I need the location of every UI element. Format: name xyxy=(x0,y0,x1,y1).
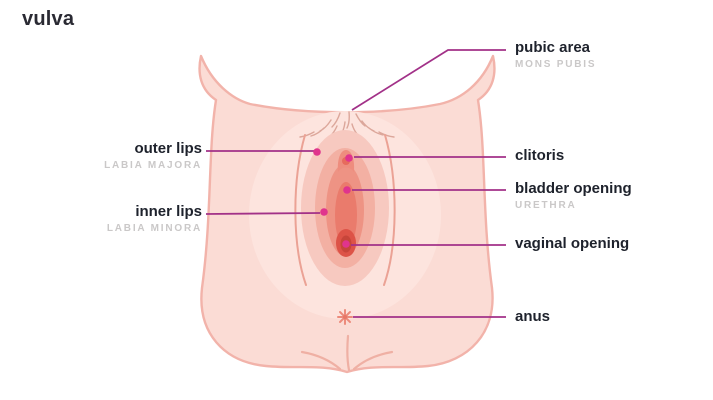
label-inner-lips: inner lips LABIA MINORA xyxy=(107,203,202,235)
pointer-line-inner-lips xyxy=(205,212,321,215)
label-pubic-area-text: pubic area xyxy=(515,39,591,56)
label-outer-lips-text: outer lips xyxy=(134,140,202,157)
label-inner-lips-subtext: LABIA MINORA xyxy=(106,223,202,234)
label-anus-text: anus xyxy=(515,308,551,325)
gluteal-crease-lines xyxy=(300,334,394,372)
label-clitoris: clitoris xyxy=(515,147,564,165)
pointer-dot-outer-lips xyxy=(313,148,321,156)
label-clitoris-text: clitoris xyxy=(515,147,565,164)
page-title: vulva xyxy=(22,8,75,30)
label-anus: anus xyxy=(515,308,550,326)
label-inner-lips-text: inner lips xyxy=(135,203,202,220)
label-pubic-area-subtext: MONS PUBIS xyxy=(515,59,597,70)
pointer-dot-clitoris xyxy=(345,154,353,162)
label-bladder-opening-subtext: URETHRA xyxy=(515,200,577,211)
pointer-dot-inner-lips xyxy=(320,208,328,216)
label-bladder-opening: bladder opening URETHRA xyxy=(515,180,632,212)
pointer-line-pubic-area xyxy=(351,49,506,111)
label-vaginal-opening: vaginal opening xyxy=(515,235,629,253)
label-outer-lips-subtext: LABIA MAJORA xyxy=(104,160,202,171)
pubic-hair-texture xyxy=(299,111,395,138)
anus-center xyxy=(343,315,347,319)
label-outer-lips: outer lips LABIA MAJORA xyxy=(104,140,202,172)
label-bladder-opening-text: bladder opening xyxy=(515,180,632,197)
label-vaginal-opening-text: vaginal opening xyxy=(515,235,630,252)
pointer-dot-bladder-opening xyxy=(343,186,351,194)
label-pubic-area: pubic area MONS PUBIS xyxy=(515,39,596,71)
pointer-dot-vaginal-opening xyxy=(342,240,350,248)
